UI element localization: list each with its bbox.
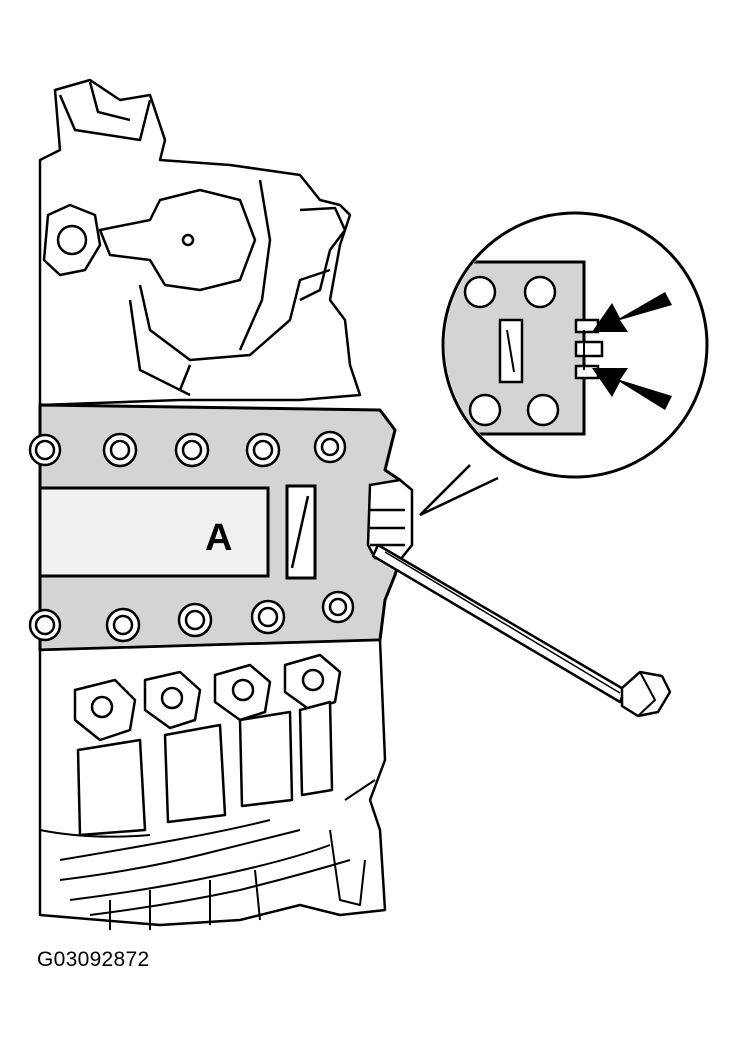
terminal-row-top [28,430,347,468]
label-plate [38,486,270,578]
arrow-icon-upper [592,292,672,332]
callout-label-a: A [205,517,232,559]
arrow-icon-lower [592,368,672,410]
upper-bracket-assembly [38,78,362,407]
wiring-harness [38,638,387,930]
screwdriver-tool [371,543,672,718]
detail-callout [419,211,709,517]
retaining-clip [366,478,414,562]
figure-code: G03092872 [37,948,150,971]
relay-panel: A [28,403,414,652]
terminal-row-bottom [28,590,355,643]
